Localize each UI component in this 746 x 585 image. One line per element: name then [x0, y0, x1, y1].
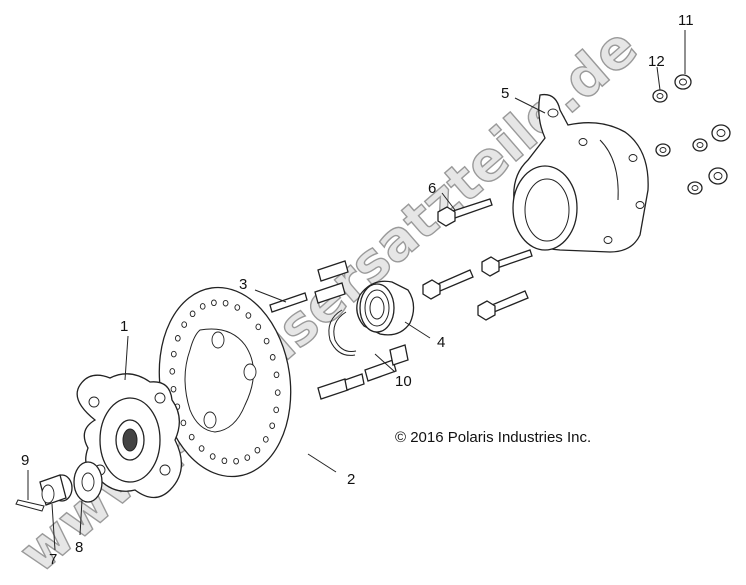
callout-6: 6 — [428, 180, 436, 197]
hub-part — [76, 373, 182, 499]
castle-nut-part — [39, 474, 73, 506]
bearing-carrier-part — [512, 93, 649, 253]
callout-7: 7 — [49, 551, 57, 568]
disc-vent-hole — [244, 454, 251, 461]
copyright-text: © 2016 Polaris Industries Inc. — [395, 429, 591, 446]
disc-vent-hole — [245, 312, 252, 319]
disc-vent-hole — [199, 303, 206, 310]
disc-vent-hole — [269, 354, 276, 361]
disc-vent-hole — [174, 335, 181, 342]
disc-vent-hole — [274, 389, 281, 396]
disc-vent-hole — [221, 457, 228, 465]
callout-10: 10 — [395, 373, 412, 390]
disc-vent-hole — [188, 433, 195, 441]
brake-disc-part — [158, 286, 292, 478]
callout-2: 2 — [347, 471, 355, 488]
callout-3: 3 — [239, 276, 247, 293]
disc-vent-hole — [263, 337, 270, 345]
disc-vent-hole — [262, 436, 269, 443]
retaining-ring-part — [328, 309, 357, 356]
callout-1: 1 — [120, 318, 128, 335]
disc-vent-hole — [209, 453, 216, 460]
flange-bolts — [422, 198, 533, 321]
disc-vent-hole — [211, 299, 217, 307]
disc-vent-hole — [189, 310, 196, 318]
wheel-studs — [269, 260, 409, 400]
disc-vent-hole — [255, 323, 262, 331]
callout-5: 5 — [501, 85, 509, 102]
disc-vent-hole — [181, 321, 188, 328]
disc-vent-hole — [169, 368, 176, 375]
disc-vent-hole — [234, 304, 241, 311]
callout-11: 11 — [678, 12, 694, 29]
disc-vent-hole — [269, 422, 276, 429]
callout-12: 12 — [648, 53, 665, 70]
disc-vent-holes — [169, 299, 281, 465]
cotter-pin-part — [15, 499, 45, 512]
callout-8: 8 — [75, 539, 83, 556]
disc-vent-hole — [254, 446, 261, 454]
callout-4: 4 — [437, 334, 445, 351]
disc-vent-hole — [170, 350, 177, 358]
flange-nut-group — [652, 74, 731, 195]
disc-vent-hole — [180, 419, 187, 427]
bearing-part — [356, 280, 415, 336]
disc-vent-hole — [233, 457, 239, 465]
disc-vent-hole — [273, 371, 280, 379]
disc-vent-hole — [273, 406, 280, 414]
callout-9: 9 — [21, 452, 29, 469]
disc-vent-hole — [222, 299, 229, 307]
washer-part — [73, 461, 103, 503]
disc-vent-hole — [170, 385, 177, 393]
leader-lines — [27, 30, 686, 551]
disc-vent-hole — [198, 445, 205, 452]
